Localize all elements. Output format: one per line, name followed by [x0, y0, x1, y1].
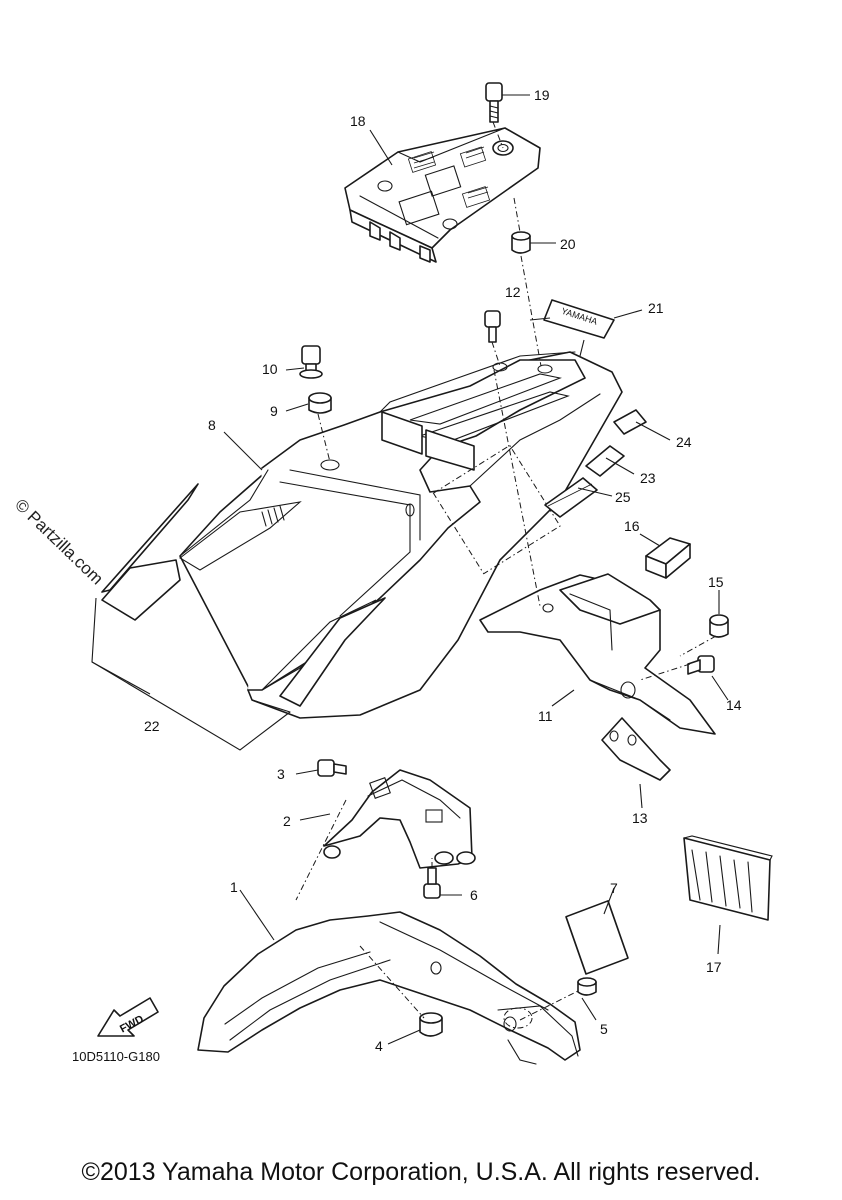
callout-13: 13 — [632, 810, 648, 826]
reflector-16-part — [645, 537, 691, 579]
side-cover-part — [91, 483, 386, 751]
callout-9: 9 — [270, 403, 278, 419]
stay-2-part — [323, 769, 476, 869]
leader-lines — [223, 94, 729, 1045]
nut-15-part — [709, 614, 729, 638]
callout-25: 25 — [615, 489, 631, 505]
callout-21: 21 — [648, 300, 664, 316]
callout-20: 20 — [560, 236, 576, 252]
collar-5-part — [577, 977, 597, 996]
callout-23: 23 — [640, 470, 656, 486]
front-fender-part — [197, 911, 581, 1065]
damper-9-part — [308, 392, 332, 414]
callout-11: 11 — [538, 708, 553, 724]
callout-12: 12 — [505, 284, 521, 300]
callout-18: 18 — [350, 113, 366, 129]
fwd-arrow-icon: FWD — [97, 997, 159, 1037]
diagram-code: 10D5110-G180 — [72, 1049, 160, 1064]
bolt-10-part — [299, 345, 323, 379]
collar-part — [511, 231, 531, 254]
rear-carrier-part — [344, 127, 541, 263]
callout-4: 4 — [375, 1038, 383, 1054]
callout-24: 24 — [676, 434, 692, 450]
callout-15: 15 — [708, 574, 724, 590]
bolt-3-part — [317, 759, 347, 777]
callout-3: 3 — [277, 766, 285, 782]
watermark: © Partzilla.com — [11, 495, 107, 588]
screw-14-part — [687, 655, 715, 675]
callout-16: 16 — [624, 518, 640, 534]
fender-decal-7-part — [565, 900, 629, 975]
carrier-bolt-part — [485, 82, 503, 123]
callout-19: 19 — [534, 87, 550, 103]
callout-22: 22 — [144, 718, 160, 734]
yamaha-decal-part: YAMAHA — [543, 299, 615, 339]
nut-4-part — [419, 1012, 443, 1037]
rear-flap-part — [479, 573, 716, 735]
callout-labels: 1 2 3 4 5 6 7 8 9 10 11 12 13 14 15 16 1… — [144, 87, 742, 1054]
bracket-13-part — [601, 717, 671, 781]
bolt-6-part — [423, 867, 441, 899]
tail-body-part — [179, 351, 623, 719]
callout-7: 7 — [610, 880, 618, 896]
bolt-12-part — [484, 310, 501, 343]
callout-1: 1 — [230, 879, 238, 895]
callout-14: 14 — [726, 697, 742, 713]
callout-8: 8 — [208, 417, 216, 433]
callout-6: 6 — [470, 887, 478, 903]
callout-2: 2 — [283, 813, 291, 829]
callout-10: 10 — [262, 361, 278, 377]
callout-5: 5 — [600, 1021, 608, 1037]
callout-17: 17 — [706, 959, 722, 975]
copyright-notice: ©2013 Yamaha Motor Corporation, U.S.A. A… — [81, 1158, 761, 1186]
plate-17-part — [683, 835, 773, 921]
stripe-decals-part — [544, 409, 647, 518]
